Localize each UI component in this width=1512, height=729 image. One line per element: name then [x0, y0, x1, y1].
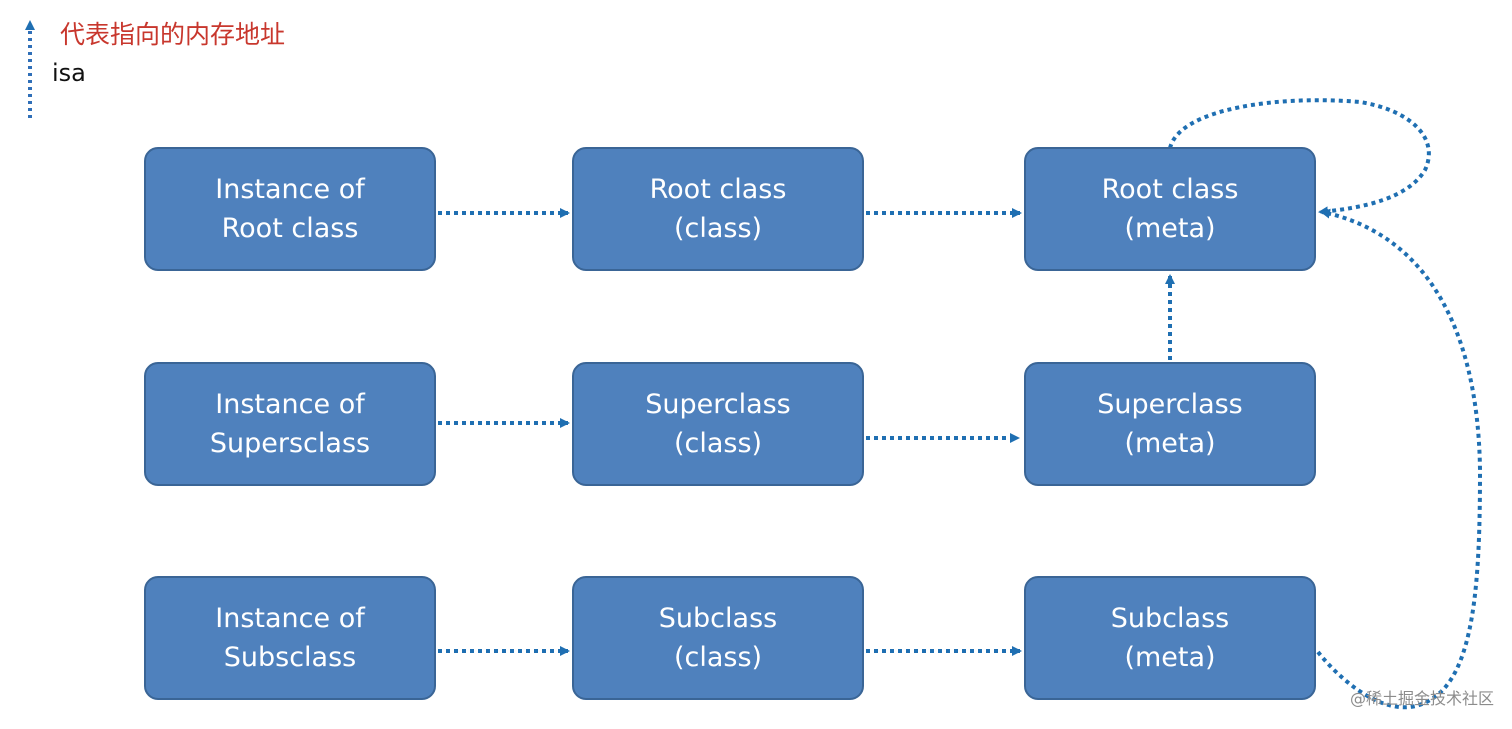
legend-title: 代表指向的内存地址 — [60, 20, 286, 49]
node-instance-of-subclass: Instance of Subsclass — [144, 576, 436, 700]
watermark-text: @稀土掘金技术社区 — [1349, 689, 1494, 708]
node-root-class-meta: Root class (meta) — [1024, 147, 1316, 271]
node-instance-of-root-class-line2: Root class — [221, 213, 359, 244]
node-subclass-class-line1: Subclass — [658, 603, 778, 634]
node-root-class-class-line2: (class) — [673, 213, 763, 244]
node-instance-of-superclass-line1: Instance of — [215, 389, 365, 420]
node-superclass-class: Superclass (class) — [572, 362, 864, 486]
node-superclass-class-line2: (class) — [673, 428, 763, 459]
node-superclass-meta-line2: (meta) — [1124, 428, 1216, 459]
node-root-class-class-line1: Root class — [649, 174, 787, 205]
legend-isa-label: isa — [52, 59, 86, 87]
node-subclass-meta-line2: (meta) — [1124, 642, 1216, 673]
node-instance-of-superclass-line2: Supersclass — [209, 428, 371, 459]
node-instance-of-subclass-line2: Subsclass — [223, 642, 357, 673]
node-subclass-class-line2: (class) — [673, 642, 763, 673]
node-subclass-meta-line1: Subclass — [1110, 603, 1230, 634]
arrow-root-meta-self-loop — [1168, 98, 1431, 217]
node-root-class-class: Root class (class) — [572, 147, 864, 271]
node-superclass-meta-line1: Superclass — [1097, 389, 1243, 420]
node-instance-of-root-class-line1: Instance of — [215, 174, 365, 205]
node-instance-of-superclass: Instance of Supersclass — [144, 362, 436, 486]
arrow-sub-meta-to-root-meta — [1316, 208, 1483, 710]
node-instance-of-root-class: Instance of Root class — [144, 147, 436, 271]
node-superclass-meta: Superclass (meta) — [1024, 362, 1316, 486]
node-subclass-class: Subclass (class) — [572, 576, 864, 700]
node-instance-of-subclass-line1: Instance of — [215, 603, 365, 634]
node-subclass-meta: Subclass (meta) — [1024, 576, 1316, 700]
node-superclass-class-line1: Superclass — [645, 389, 791, 420]
node-root-class-meta-line2: (meta) — [1124, 213, 1216, 244]
node-root-class-meta-line1: Root class — [1101, 174, 1239, 205]
